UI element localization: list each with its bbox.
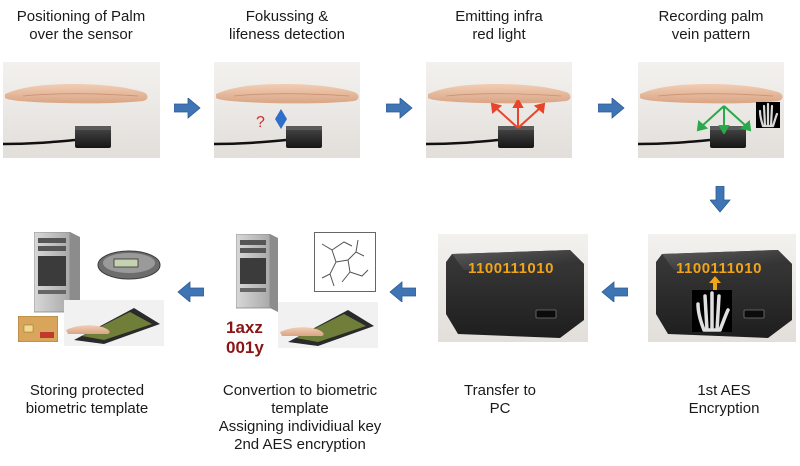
- palm-vein-icon: [692, 290, 732, 332]
- step-1-image: [3, 62, 160, 158]
- flow-arrow-icon: [386, 98, 413, 119]
- sensor-icon: [446, 250, 584, 338]
- step-2-caption: Fokussing & lifeness detection: [229, 8, 345, 43]
- card-reader-icon: [97, 250, 161, 280]
- step-6-caption: Transfer to PC: [464, 382, 536, 417]
- step-4-caption: Recording palm vein pattern: [658, 8, 764, 43]
- palm-vein-icon: [756, 102, 780, 128]
- flow-arrow-icon: [601, 281, 628, 302]
- flow-arrow-icon: [710, 186, 731, 213]
- palm-vein-icon: [314, 232, 376, 292]
- encrypted-code: 1100111010: [468, 260, 554, 277]
- encrypted-code: 1100111010: [676, 260, 762, 277]
- step-7-caption: Convertion to biometric template Assigni…: [218, 382, 382, 453]
- individual-key-line1: 1axz: [226, 318, 263, 337]
- step-2-image: ?: [214, 62, 360, 158]
- step-1-caption: Positioning of Palm over the sensor: [16, 8, 146, 43]
- recording-rays-icon: [696, 105, 752, 134]
- step-6-image: 1100111010: [438, 234, 588, 342]
- hand-icon: [3, 82, 149, 150]
- flow-arrow-icon: [598, 98, 625, 119]
- step-7-image: 1axz 001y: [226, 230, 380, 357]
- step-5-image: 1100111010: [648, 234, 796, 342]
- step-8-image: [16, 230, 164, 354]
- up-arrow-icon: [709, 276, 721, 292]
- step-8-caption: Storing protected biometric template: [25, 382, 149, 417]
- flow-arrow-icon: [174, 98, 201, 119]
- pc-tower-icon: [236, 234, 278, 312]
- lifeness-marker-icon: [275, 109, 287, 129]
- infrared-rays-icon: [490, 100, 546, 129]
- step-4-image: [638, 62, 784, 158]
- question-mark: ?: [256, 114, 265, 131]
- step-3-image: [426, 62, 572, 158]
- flow-arrow-icon: [389, 281, 416, 302]
- laptop-icon: [64, 300, 164, 346]
- individual-key-line2: 001y: [226, 338, 264, 357]
- smart-card-icon: [18, 316, 58, 342]
- step-3-caption: Emitting infra red light: [455, 8, 543, 43]
- step-5-caption: 1st AES Encryption: [688, 382, 760, 417]
- flow-arrow-icon: [177, 281, 204, 302]
- laptop-icon: [278, 302, 378, 348]
- pc-tower-icon: [34, 232, 80, 316]
